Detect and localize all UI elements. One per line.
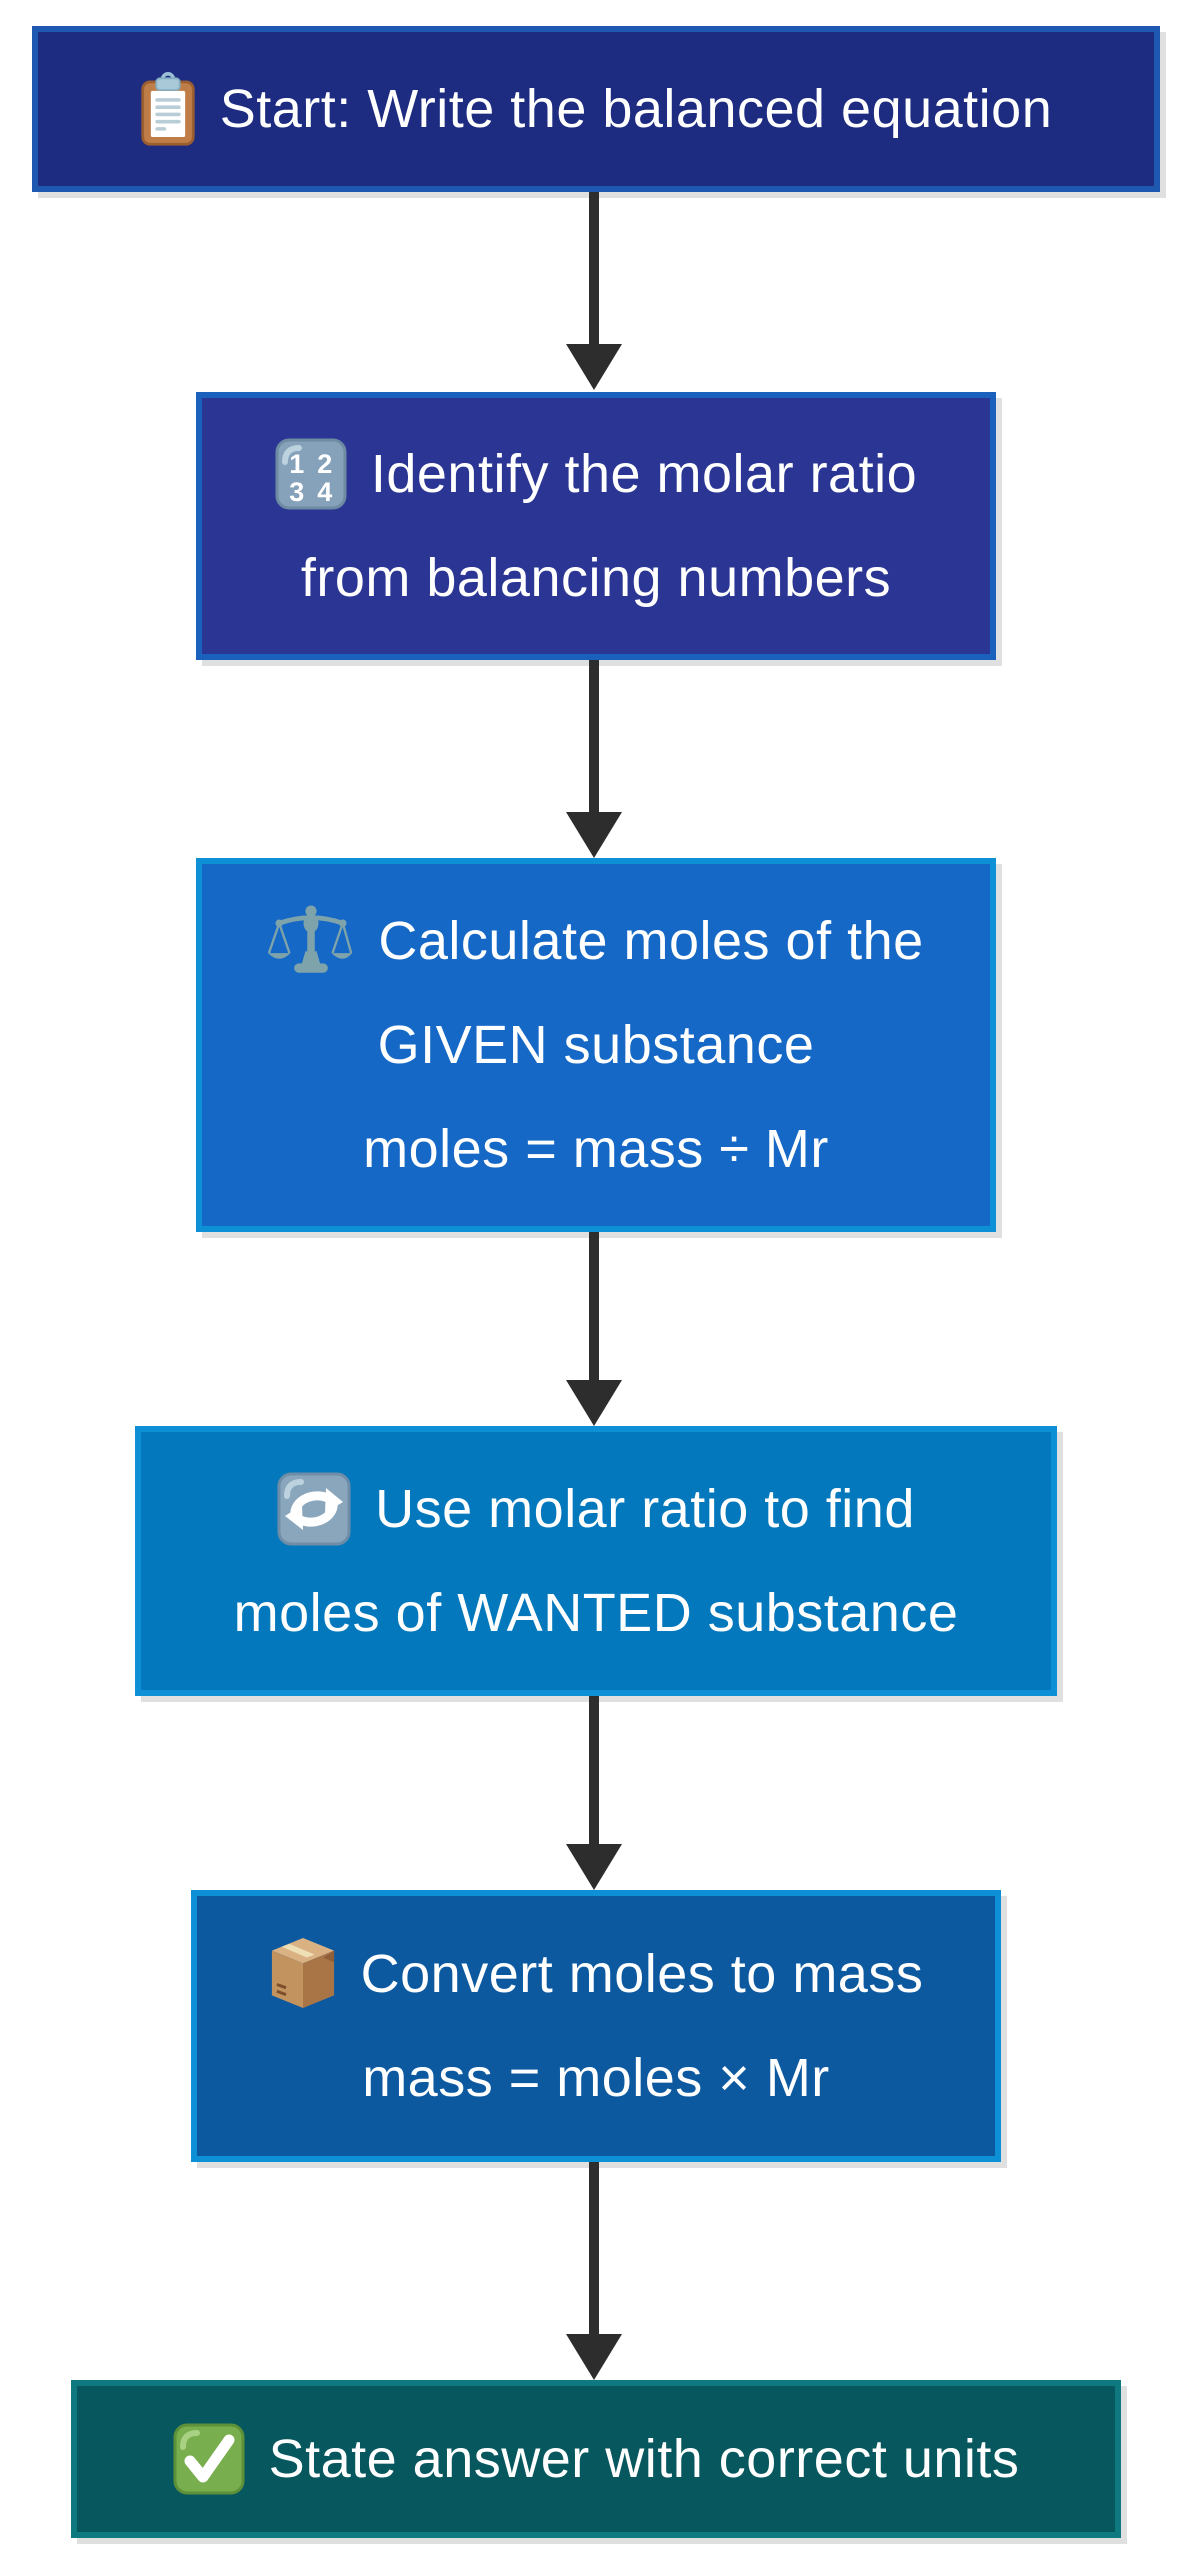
flow-node-state-answer: State answer with correct units [71, 2380, 1121, 2538]
arrow-head [566, 812, 622, 858]
arrow-shaft [589, 1696, 599, 1846]
node-label: GIVEN substance [377, 1015, 815, 1075]
flow-node-calculate-moles-given: Calculate moles of the GIVEN substance m… [196, 858, 996, 1232]
node-label: from balancing numbers [300, 548, 892, 608]
flow-arrow-1 [566, 192, 622, 390]
flow-arrow-4 [566, 1696, 622, 1890]
flow-arrow-2 [566, 660, 622, 858]
arrow-head [566, 1380, 622, 1426]
node-label: Use molar ratio to find [375, 1479, 915, 1539]
flow-arrow-3 [566, 1232, 622, 1426]
arrow-head [566, 2334, 622, 2380]
node-label: Convert moles to mass [360, 1944, 924, 2004]
node-line: Calculate moles of the [268, 889, 923, 993]
svg-text:3: 3 [289, 477, 305, 507]
node-label: Start: Write the balanced equation [219, 79, 1053, 139]
flow-arrow-5 [566, 2162, 622, 2380]
arrow-shaft [589, 192, 599, 346]
check-mark-icon [173, 2423, 245, 2495]
node-label: Calculate moles of the [378, 911, 924, 971]
node-line: from balancing numbers [301, 526, 891, 630]
svg-text:2: 2 [317, 449, 333, 479]
flow-node-use-molar-ratio: Use molar ratio to find moles of WANTED … [135, 1426, 1057, 1696]
input-numbers-icon: 1 2 3 4 [275, 438, 347, 510]
node-label: moles = mass ÷ Mr [363, 1119, 829, 1179]
node-label: Identify the molar ratio [370, 444, 918, 504]
node-line: Start: Write the balanced equation [140, 57, 1053, 161]
balance-scale-icon [268, 904, 354, 978]
node-line: Convert moles to mass [269, 1922, 924, 2026]
package-icon [269, 1936, 337, 2012]
flow-node-identify-molar-ratio: 1 2 3 4 Identify the molar ratio from ba… [196, 392, 996, 660]
flow-node-start: Start: Write the balanced equation [32, 26, 1160, 192]
node-line: State answer with correct units [173, 2407, 1020, 2511]
arrow-head [566, 1844, 622, 1890]
node-line: moles of WANTED substance [234, 1561, 959, 1665]
arrow-head [566, 344, 622, 390]
node-label: mass = moles × Mr [362, 2048, 830, 2108]
arrow-shaft [589, 660, 599, 814]
clipboard-icon [140, 70, 196, 148]
arrow-shaft [589, 2162, 599, 2336]
flow-node-convert-moles-to-mass: Convert moles to mass mass = moles × Mr [191, 1890, 1001, 2162]
node-line: 1 2 3 4 Identify the molar ratio [275, 422, 917, 526]
node-line: GIVEN substance [378, 993, 815, 1097]
svg-text:4: 4 [317, 477, 333, 507]
arrow-shaft [589, 1232, 599, 1382]
node-line: moles = mass ÷ Mr [363, 1097, 829, 1201]
node-line: mass = moles × Mr [362, 2026, 830, 2130]
svg-text:1: 1 [289, 449, 305, 479]
node-label: moles of WANTED substance [233, 1583, 959, 1643]
node-label: State answer with correct units [268, 2429, 1020, 2489]
node-line: Use molar ratio to find [277, 1457, 915, 1561]
cycle-arrows-icon [277, 1472, 351, 1546]
